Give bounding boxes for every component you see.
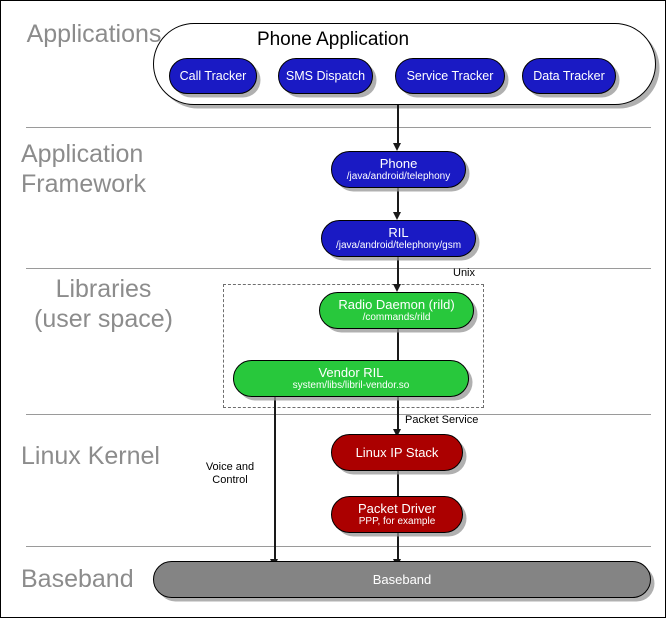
node-title: Phone: [379, 156, 418, 171]
unix-boundary-label: Unix: [453, 267, 476, 279]
node-linux-ip-stack[interactable]: Linux IP Stack: [331, 434, 463, 471]
app-pill-label: Service Tracker: [406, 68, 494, 83]
connector-phone-to-ril: [397, 188, 399, 212]
node-subtitle: /commands/rild: [362, 312, 431, 323]
app-pill-label: SMS Dispatch: [285, 68, 366, 83]
node-subtitle: system/libs/libril-vendor.so: [292, 380, 410, 391]
arrowhead-phone: [393, 143, 401, 151]
app-pill-label: Data Tracker: [533, 68, 605, 83]
node-title: Packet Driver: [357, 501, 437, 516]
connector-rild-to-vendor-ril: [397, 329, 399, 360]
band-label-linux-kernel: Linux Kernel: [21, 442, 160, 470]
connector-packet-driver-to-baseband: [397, 533, 399, 559]
divider-linux-kernel: [26, 546, 651, 547]
node-title: Linux IP Stack: [355, 445, 439, 460]
node-vendor-ril[interactable]: Vendor RIL system/libs/libril-vendor.so: [233, 360, 469, 397]
arrowhead-rild: [393, 284, 401, 292]
unix-boundary-box: [223, 284, 484, 408]
connector-ril-to-rild: [397, 257, 399, 284]
arrowhead-ril: [393, 212, 401, 220]
band-label-application-framework: Application Framework: [21, 140, 147, 198]
app-pill-service-tracker[interactable]: Service Tracker: [395, 58, 505, 94]
phone-application-title: Phone Application: [256, 29, 410, 50]
app-pill-call-tracker[interactable]: Call Tracker: [169, 58, 257, 94]
node-baseband[interactable]: Baseband: [153, 561, 651, 598]
node-subtitle: PPP, for example: [358, 516, 436, 527]
node-title: Radio Daemon (rild): [338, 297, 455, 312]
divider-application-framework: [26, 268, 651, 269]
connector-vendor-ril-to-baseband: [274, 397, 276, 559]
divider-applications: [26, 127, 651, 128]
node-phone[interactable]: Phone /java/android/telephony: [331, 151, 466, 188]
node-ril[interactable]: RIL /java/android/telephony/gsm: [321, 220, 476, 257]
node-packet-driver[interactable]: Packet Driver PPP, for example: [331, 496, 463, 533]
edge-label-packet-service: Packet Service: [405, 414, 479, 426]
band-label-libraries: Libraries (user space): [34, 275, 173, 333]
connector-ip-stack-to-packet-driver: [397, 471, 399, 496]
divider-libraries: [26, 414, 651, 415]
node-title: RIL: [388, 225, 409, 240]
connector-vendor-ril-to-ip-stack: [397, 397, 399, 429]
arrowhead-linux-ip-stack: [393, 429, 401, 437]
edge-label-voice-and-control: Voice and Control: [205, 461, 255, 486]
app-pill-label: Call Tracker: [179, 68, 247, 83]
app-pill-sms-dispatch[interactable]: SMS Dispatch: [278, 58, 373, 94]
app-pill-data-tracker[interactable]: Data Tracker: [522, 58, 616, 94]
node-subtitle: /java/android/telephony/gsm: [335, 240, 462, 251]
band-label-applications: Applications: [26, 20, 162, 48]
node-subtitle: /java/android/telephony: [346, 171, 451, 182]
node-title: Baseband: [372, 572, 432, 587]
band-label-baseband: Baseband: [21, 565, 134, 593]
node-title: Vendor RIL: [318, 365, 384, 380]
connector-phoneapp-to-phone: [397, 105, 399, 143]
node-radio-daemon[interactable]: Radio Daemon (rild) /commands/rild: [319, 292, 474, 329]
